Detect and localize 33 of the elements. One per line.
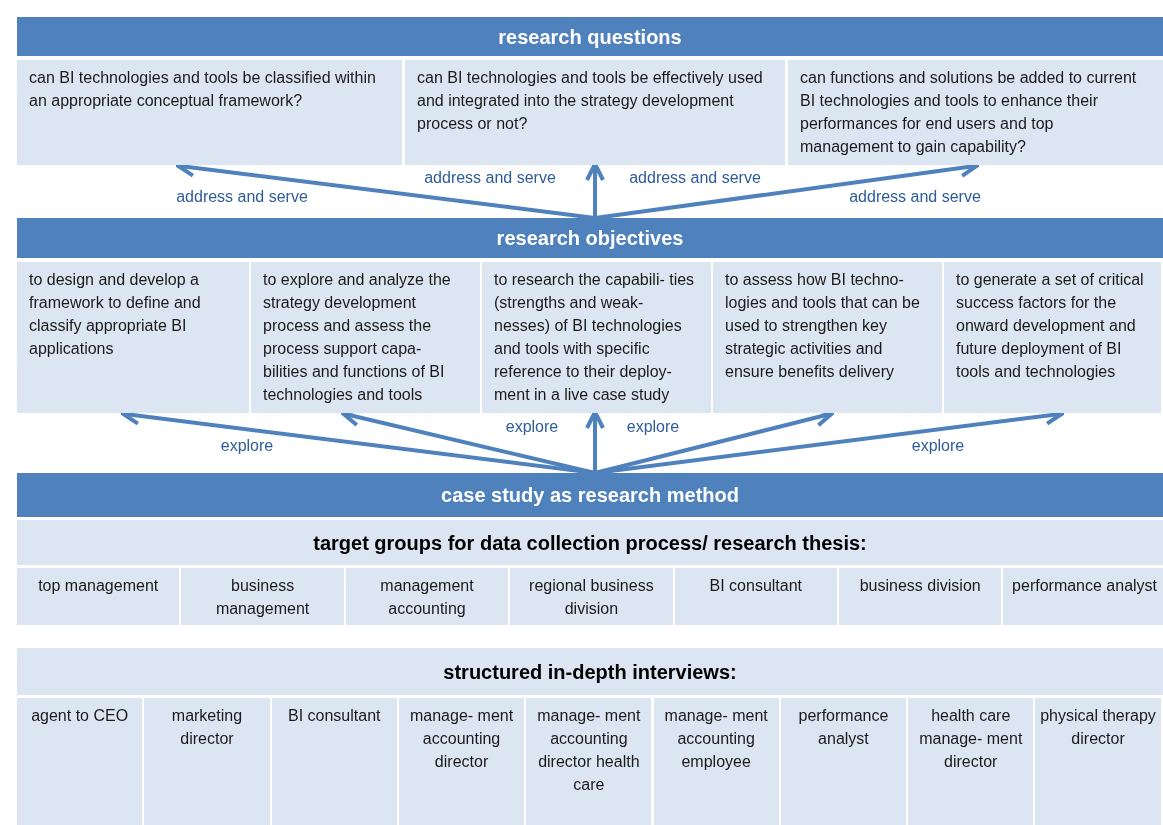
text-cell: performance analyst xyxy=(780,698,907,825)
text-cell: marketing director xyxy=(144,698,270,825)
text-cell: health care manage- ment director xyxy=(908,698,1034,825)
text-cell: BI consultant xyxy=(271,698,397,825)
arrow-caption: explore xyxy=(624,417,682,437)
text-cell: BI consultant xyxy=(674,568,837,625)
text-cell: manage- ment accounting director health care xyxy=(526,698,652,825)
text-cell: manage- ment accounting director xyxy=(398,698,525,825)
section-header: research objectives xyxy=(17,218,1163,258)
text-cell: business division xyxy=(839,568,1002,625)
text-cell: to research the capabili- ties (strengths and weak- nesses) of BI technologies and tools with specific reference to their deploy- ment in a live case study xyxy=(482,262,711,413)
text-cell: to design and develop a framework to define and classify appropriate BI applications xyxy=(17,262,249,413)
text-cell: to assess how BI techno- logies and tools that can be used to strengthen key strategic activities and ensure benefits delivery xyxy=(713,262,942,413)
text-cell: can functions and solutions be added to current BI technologies and tools to enhance their performances for end users and top management to gain capability? xyxy=(788,60,1163,165)
text-cell: top management xyxy=(17,568,180,625)
text-cell: to generate a set of critical success factors for the onward development and future deployment of BI tools and technologies xyxy=(944,262,1161,413)
text-cell: manage- ment accounting employee xyxy=(653,698,779,825)
section-header: case study as research method xyxy=(17,473,1163,517)
section-header: research questions xyxy=(17,17,1163,56)
text-cell: performance analyst xyxy=(1003,568,1163,625)
text-cell: management accounting xyxy=(345,568,509,625)
edge-label: explore xyxy=(218,436,276,456)
text-cell: regional business division xyxy=(510,568,673,625)
text-cell: to explore and analyze the strategy development process and assess the process support capa- bilities and functions of BI technologies and tools xyxy=(251,262,480,413)
section-band: structured in-depth interviews: xyxy=(17,648,1163,695)
text-cell: business management xyxy=(181,568,344,625)
edge-label: explore xyxy=(503,417,561,437)
text-cell: can BI technologies and tools be classified within an appropriate conceptual framework? xyxy=(17,60,402,165)
text-cell: can BI technologies and tools be effectively used and integrated into the strategy development process or not? xyxy=(405,60,785,165)
section-band: target groups for data collection process/ research thesis: xyxy=(17,520,1163,565)
text-cell: agent to CEO xyxy=(17,698,143,825)
text-cell: physical therapy director xyxy=(1035,698,1161,825)
edge-label: explore xyxy=(909,436,967,456)
